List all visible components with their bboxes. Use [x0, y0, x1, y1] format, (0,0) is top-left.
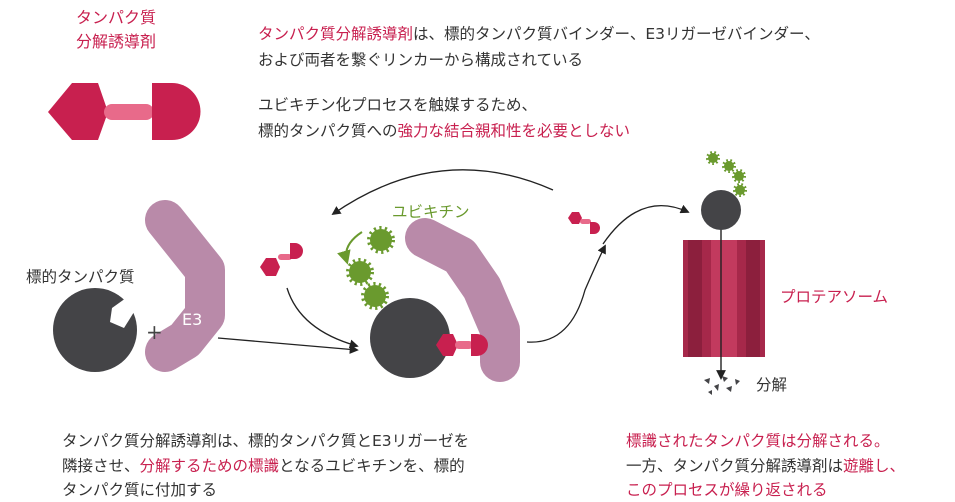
intro-line4-prefix: 標的タンパク質への — [258, 122, 398, 140]
degradation-label: 分解 — [756, 376, 788, 394]
caption-right-highlight: 遊離し、 — [843, 457, 906, 475]
e3-ligase-left — [145, 200, 225, 372]
intro-line2: および両者を繋ぐリンカーから構成されている — [258, 51, 584, 69]
proteasome — [683, 225, 765, 380]
tagged-protein-right — [701, 151, 747, 230]
degrader-title-line2: 分解誘導剤 — [75, 32, 156, 51]
ubiquitin-label: ユビキチン — [392, 203, 470, 221]
intro-line4: 標的タンパク質への強力な結合親和性を必要としない — [258, 119, 630, 143]
plus-sign: + — [146, 320, 163, 344]
intro-line1-rest: は、標的タンパク質バインダー、E3リガーゼバインダー、 — [413, 25, 820, 43]
target-protein-left — [53, 288, 137, 372]
ubiquitin-chain-center — [337, 226, 395, 310]
caption-left-line2-prefix: 隣接させ、 — [62, 457, 140, 475]
degrader-title: タンパク質 分解誘導剤 — [66, 6, 166, 54]
caption-right-line3: このプロセスが繰り返される — [626, 481, 828, 499]
intro-line4-highlight: 強力な結合親和性を必要としない — [397, 122, 631, 140]
intro-highlight: タンパク質分解誘導剤 — [258, 25, 414, 43]
degrader-title-line1: タンパク質 — [75, 8, 156, 27]
degrader-molecule-incoming — [260, 243, 303, 276]
caption-left-line1: タンパク質分解誘導剤は、標的タンパク質とE3リガーゼを — [62, 432, 470, 450]
degrader-molecule-bound — [436, 334, 488, 356]
intro-line1: タンパク質分解誘導剤は、標的タンパク質バインダー、E3リガーゼバインダー、 — [258, 22, 820, 46]
caption-right-line1: 標識されたタンパク質は分解される。 — [626, 432, 890, 450]
e3-label: E3 — [182, 310, 203, 329]
intro-line3: ユビキチン化プロセスを触媒するため、 — [258, 96, 538, 114]
caption-right-line2: 一方、タンパク質分解誘導剤は遊離し、 — [626, 454, 905, 478]
degrader-molecule-icon — [48, 83, 201, 140]
caption-left-line2-suffix: となるユビキチンを、標的 — [279, 457, 465, 475]
caption-right-line2-prefix: 一方、タンパク質分解誘導剤は — [626, 457, 844, 475]
proteasome-label: プロテアソーム — [780, 288, 889, 306]
degrader-molecule-released — [568, 212, 600, 234]
process-arrows — [217, 169, 690, 354]
caption-left-highlight: 分解するための標識 — [139, 457, 280, 475]
target-protein-center — [370, 298, 450, 378]
e3-ligase-center — [405, 218, 520, 382]
caption-left-line3: タンパク質に付加する — [62, 481, 218, 499]
degraded-fragments-icon — [704, 376, 740, 395]
target-protein-label: 標的タンパク質 — [26, 268, 135, 286]
caption-left-line2: 隣接させ、分解するための標識となるユビキチンを、標的 — [62, 454, 465, 478]
